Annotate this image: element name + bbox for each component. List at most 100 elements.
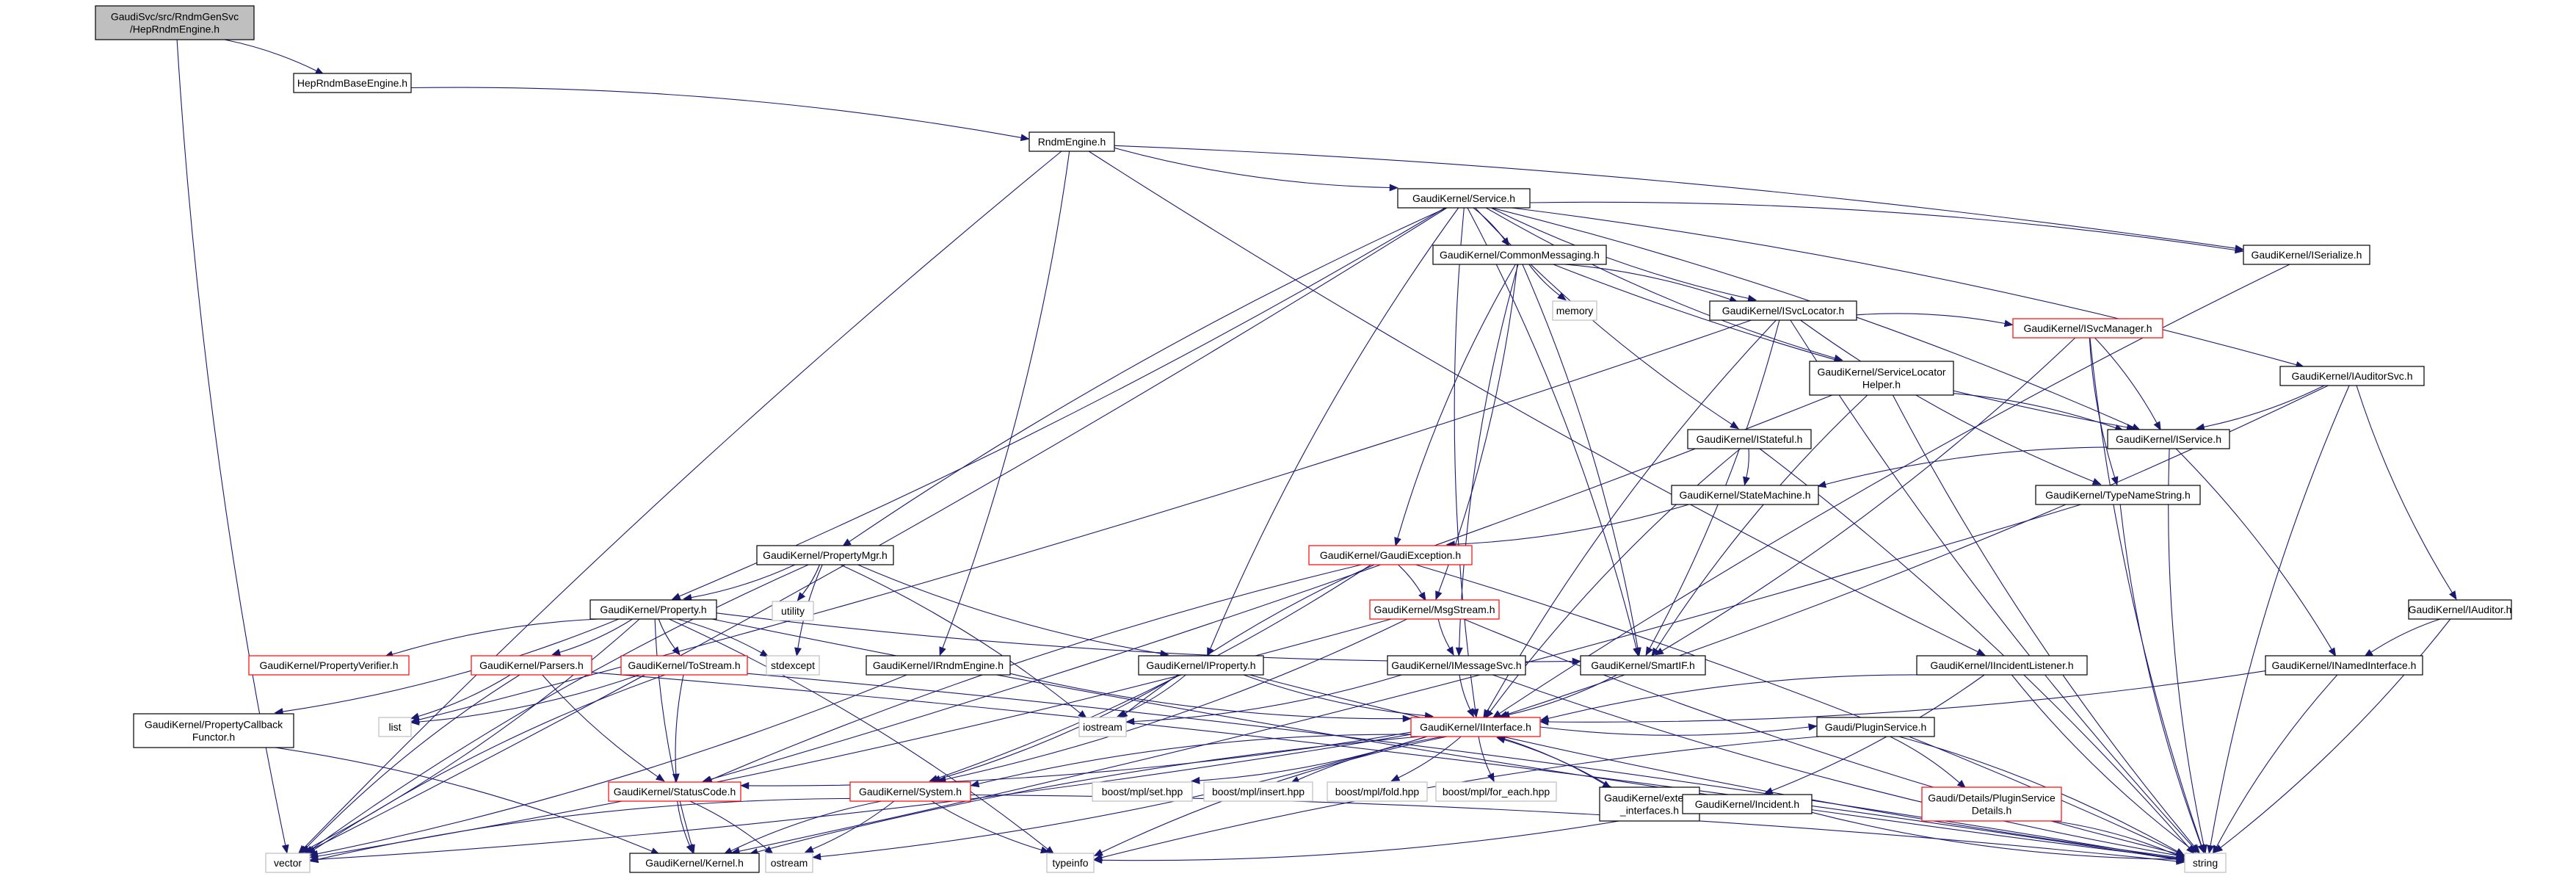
node-box: [1387, 655, 1526, 676]
node-service[interactable]: GaudiKernel/Service.h: [1397, 188, 1531, 209]
edge-line: [317, 734, 1412, 860]
node-incident[interactable]: GaudiKernel/Incident.h: [1682, 794, 1813, 814]
node-box: [2243, 245, 2370, 265]
node-iauditor[interactable]: GaudiKernel/IAuditor.h: [2408, 599, 2512, 620]
edge-line: [1437, 618, 1451, 649]
edge-isvcmanager-to-smartif: [1654, 337, 2076, 656]
edge-iproperty-to-iinterface: [1243, 674, 1434, 720]
node-box: [1552, 300, 1597, 321]
node-iserialize[interactable]: GaudiKernel/ISerialize.h: [2243, 245, 2370, 265]
edges-layer: [176, 39, 2457, 865]
node-mplset[interactable]: boost/mpl/set.hpp: [1092, 781, 1193, 802]
node-iincidentlistener[interactable]: GaudiKernel/IIncidentListener.h: [1916, 655, 2088, 676]
edge-iinterface-to-extendinterfaces: [1497, 736, 1612, 789]
node-system[interactable]: GaudiKernel/System.h: [849, 781, 971, 802]
edge-commonmsg-to-isvclocator: [1564, 264, 1738, 303]
node-memory[interactable]: memory: [1552, 300, 1597, 321]
edge-line: [1655, 394, 1868, 650]
node-ostream[interactable]: ostream: [765, 853, 813, 873]
node-iproperty[interactable]: GaudiKernel/IProperty.h: [1138, 655, 1264, 676]
edge-line: [1463, 618, 2177, 854]
edge-line: [1564, 264, 1730, 300]
node-isvcmanager[interactable]: GaudiKernel/ISvcManager.h: [2012, 318, 2163, 339]
edge-arrowhead: [812, 853, 821, 861]
edge-iproperty-to-string: [1249, 674, 2185, 861]
edge-arrowhead: [672, 646, 681, 656]
node-statemachine[interactable]: GaudiKernel/StateMachine.h: [1671, 485, 1819, 505]
node-box: [849, 781, 971, 802]
node-utility[interactable]: utility: [772, 601, 814, 621]
node-hepbase[interactable]: HepRndmBaseEngine.h: [293, 73, 412, 93]
node-tostream[interactable]: GaudiKernel/ToStream.h: [620, 655, 748, 676]
edge-gaudiexception-to-msgstream: [1398, 564, 1426, 601]
edge-arrowhead: [1093, 849, 1103, 856]
edge-line: [1746, 448, 1749, 478]
node-typeinfo[interactable]: typeinfo: [1046, 853, 1095, 873]
node-iservice[interactable]: GaudiKernel/IService.h: [2107, 429, 2230, 449]
node-propertymgr[interactable]: GaudiKernel/PropertyMgr.h: [756, 545, 894, 565]
node-string[interactable]: string: [2184, 853, 2227, 873]
node-msgstream[interactable]: GaudiKernel/MsgStream.h: [1369, 599, 1500, 620]
node-rndmengine[interactable]: RndmEngine.h: [1028, 131, 1115, 152]
node-mplfold[interactable]: boost/mpl/fold.hpp: [1327, 781, 1428, 802]
node-mplforeach[interactable]: boost/mpl/for_each.hpp: [1435, 781, 1557, 802]
edge-arrowhead: [1020, 134, 1030, 142]
node-root[interactable]: GaudiSvc/src/RndmGenSvc/HepRndmEngine.h: [95, 5, 255, 40]
node-statuscode[interactable]: GaudiKernel/StatusCode.h: [608, 781, 741, 802]
node-iauditorsvc[interactable]: GaudiKernel/IAuditorSvc.h: [2279, 366, 2425, 386]
node-pluginservice[interactable]: Gaudi/PluginService.h: [1816, 717, 1935, 737]
node-irndmengine[interactable]: GaudiKernel/IRndmEngine.h: [866, 655, 1011, 676]
node-smartif[interactable]: GaudiKernel/SmartIF.h: [1580, 655, 1706, 676]
edge-hepbase-to-rndmengine: [410, 87, 1030, 142]
node-label: stdexcept: [771, 659, 815, 671]
node-mplinsert[interactable]: boost/mpl/insert.hpp: [1203, 781, 1313, 802]
node-list[interactable]: list: [378, 717, 412, 737]
node-iinterface[interactable]: GaudiKernel/IInterface.h: [1410, 717, 1541, 737]
node-kernel[interactable]: GaudiKernel/Kernel.h: [629, 853, 760, 873]
node-gaudiexception[interactable]: GaudiKernel/GaudiException.h: [1308, 545, 1473, 565]
edge-arrowhead: [970, 780, 980, 788]
edge-inamedinterface-to-string: [2212, 674, 2338, 855]
node-isvclocator[interactable]: GaudiKernel/ISvcLocator.h: [1709, 300, 1857, 321]
edge-line: [1088, 151, 1978, 653]
edge-arrowhead: [1467, 708, 1474, 718]
edge-line: [1474, 207, 1733, 425]
edge-line: [1661, 337, 2076, 651]
edge-propertymgr-to-vector: [304, 564, 809, 855]
edge-propertymgr-to-property: [683, 564, 796, 601]
node-label: vector: [274, 857, 302, 869]
edge-line: [1398, 564, 1422, 594]
edge-arrowhead: [1093, 856, 1103, 864]
node-imessagesvc[interactable]: GaudiKernel/IMessageSvc.h: [1387, 655, 1526, 676]
node-commonmsg[interactable]: GaudiKernel/CommonMessaging.h: [1432, 245, 1607, 265]
edge-arrowhead: [2212, 844, 2220, 855]
node-inamedinterface[interactable]: GaudiKernel/INamedInterface.h: [2265, 655, 2423, 676]
node-label: GaudiKernel/IProperty.h: [1146, 659, 1255, 671]
node-box: [1397, 188, 1531, 209]
node-label: Gaudi/Details/PluginService: [1928, 792, 2056, 804]
edge-line: [2204, 385, 2325, 427]
edge-arrowhead: [410, 718, 420, 726]
edge-line: [1825, 446, 2108, 485]
node-stdexcept[interactable]: stdexcept: [766, 655, 820, 676]
node-istateful[interactable]: GaudiKernel/IStateful.h: [1687, 429, 1812, 449]
edge-line: [1124, 674, 1186, 714]
node-propverifier[interactable]: GaudiKernel/PropertyVerifier.h: [248, 655, 410, 676]
edge-line: [1953, 393, 2116, 429]
node-box: [2012, 318, 2163, 339]
node-iostream[interactable]: iostream: [1078, 717, 1127, 737]
node-parsers[interactable]: GaudiKernel/Parsers.h: [471, 655, 592, 676]
node-box: [765, 853, 813, 873]
node-typenamestring[interactable]: GaudiKernel/TypeNameString.h: [2035, 485, 2201, 505]
edge-arrowhead: [686, 844, 694, 854]
edge-line: [675, 674, 684, 775]
node-property[interactable]: GaudiKernel/Property.h: [589, 599, 717, 620]
node-vector[interactable]: vector: [265, 853, 311, 873]
node-label: typeinfo: [1052, 857, 1088, 869]
edge-line: [1485, 207, 1835, 359]
edge-arrowhead: [1435, 590, 1443, 601]
